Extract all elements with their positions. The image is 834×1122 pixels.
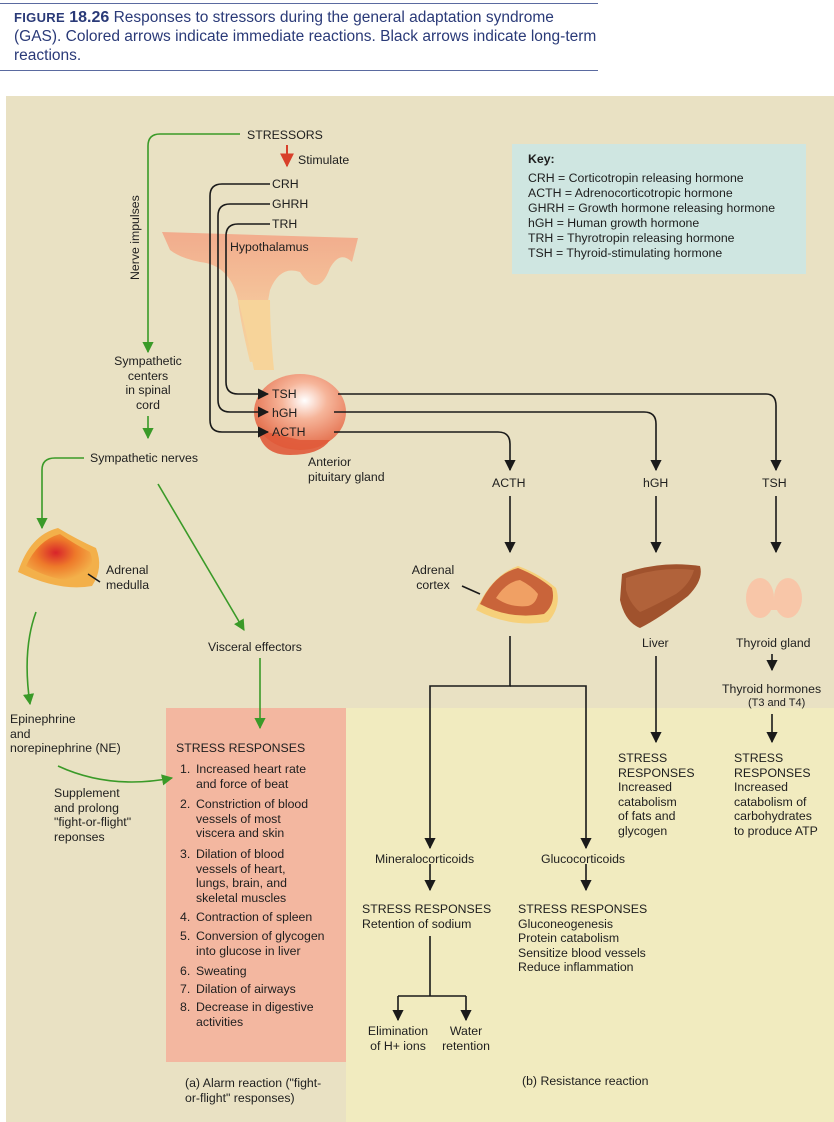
epinephrine-to-responses-arrow (57, 765, 174, 786)
glucocorticoids-label: Glucocorticoids (541, 852, 626, 866)
ghrh-to-hgh-arrow (217, 203, 270, 418)
adrenal-cortex-illustration (476, 566, 558, 624)
water-retention-label: Water retention (442, 1024, 490, 1053)
response-number: 7. (180, 982, 191, 996)
adrenal-medulla-pointer (87, 573, 101, 583)
thyroid-illustration (746, 578, 802, 618)
key-entry: ACTH = Adrenocorticotropic hormone (528, 186, 733, 200)
key-entry: hGH = Human growth hormone (528, 216, 700, 230)
key-title: Key: (528, 152, 555, 166)
figure-number: 18.26 (69, 9, 110, 26)
caption-top-rule (0, 3, 598, 4)
nerve-impulse-arrow (142, 133, 240, 354)
trh-to-tsh-arrow (225, 223, 270, 400)
alarm-responses-title: STRESS RESPONSES (176, 741, 306, 755)
adrenal-cortex-pointer (461, 585, 481, 595)
anterior-pituitary-illustration (254, 374, 346, 455)
adrenal-medulla-label: Adrenal medulla (106, 563, 150, 592)
thyroid-stress-responses: STRESS RESPONSES Increased catabolism of… (734, 751, 818, 838)
key-entry: GHRH = Growth hormone releasing hormone (528, 201, 776, 215)
response-text: Constriction of blood vessels of most vi… (196, 797, 309, 840)
response-text: Sweating (196, 964, 247, 978)
sympathetic-nerves-label: Sympathetic nerves (90, 451, 198, 465)
hypothalamus-label: Hypothalamus (230, 240, 309, 254)
mineralocorticoids-label: Mineralocorticoids (375, 852, 475, 866)
adrenal-cortex-label: Adrenal cortex (411, 563, 455, 592)
to-visceral-effectors-arrow (157, 483, 245, 631)
mineral-stress-responses: STRESS RESPONSES Retention of sodium (362, 902, 492, 931)
visceral-effectors-label: Visceral effectors (208, 640, 302, 654)
figure-caption: FIGURE 18.26 Responses to stressors duri… (14, 8, 604, 65)
thyroid-gland-label: Thyroid gland (736, 636, 811, 650)
gluco-stress-responses: STRESS RESPONSES Gluconeogenesis Protein… (518, 902, 648, 974)
figure-label: FIGURE (14, 10, 65, 25)
cortex-to-glucocorticoids-arrow (510, 685, 592, 850)
key-box: Key: CRH = Corticotropin releasing hormo… (512, 144, 806, 274)
response-text: Increased heart rate and force of beat (196, 762, 307, 791)
hypothalamus-illustration (162, 232, 358, 370)
response-number: 8. (180, 1000, 191, 1014)
sodium-branch-lines (397, 936, 467, 1018)
alarm-responses-box (166, 708, 346, 1062)
sympathetic-centers-label: Sympathetic centers in spinal cord (114, 354, 182, 412)
nerve-impulses-label: Nerve impulses (128, 195, 142, 280)
cortex-to-mineralocorticoids-arrow (424, 636, 511, 850)
epinephrine-label: Epinephrine and norepinephrine (NE) (10, 712, 121, 755)
alarm-panel-label: (a) Alarm reaction ("fight- or-flight" r… (185, 1076, 322, 1105)
tsh-to-thyroid-arrow (338, 393, 782, 472)
trh-label: TRH (272, 217, 298, 231)
thyroid-hormones-label: Thyroid hormones (722, 682, 822, 696)
response-number: 6. (180, 964, 191, 978)
key-entry: TSH = Thyroid-stimulating hormone (528, 246, 723, 260)
caption-text: Responses to stressors during the genera… (14, 9, 597, 64)
caption-bottom-rule (0, 70, 598, 71)
response-number: 1. (180, 762, 191, 776)
tsh-pituitary-label: TSH (272, 387, 297, 401)
stimulate-label: Stimulate (298, 153, 350, 167)
response-text: Dilation of blood vessels of heart, lung… (196, 847, 287, 905)
resistance-panel-label: (b) Resistance reaction (522, 1074, 649, 1088)
tsh-label: TSH (762, 476, 787, 490)
response-number: 4. (180, 910, 191, 924)
supplement-label: Supplement and prolong "fight-or-flight"… (54, 786, 132, 844)
liver-illustration (620, 564, 701, 628)
hgh-to-liver-arrow (334, 411, 662, 472)
liver-stress-responses: STRESS RESPONSES Increased catabolism of… (618, 751, 695, 838)
acth-label: ACTH (492, 476, 526, 490)
crh-label: CRH (272, 177, 299, 191)
ghrh-label: GHRH (272, 197, 309, 211)
response-text: Dilation of airways (196, 982, 296, 996)
thyroid-hormones-sub-label: (T3 and T4) (748, 697, 806, 709)
liver-label: Liver (642, 636, 669, 650)
hgh-label: hGH (643, 476, 669, 490)
resistance-area (346, 708, 834, 1122)
key-entry: TRH = Thyrotropin releasing hormone (528, 231, 735, 245)
elimination-label: Elimination of H+ ions (367, 1024, 429, 1053)
stressors-label: STRESSORS (247, 128, 323, 142)
response-number: 5. (180, 929, 191, 943)
anterior-pituitary-label: Anterior pituitary gland (308, 455, 385, 484)
acth-pituitary-label: ACTH (272, 425, 306, 439)
medulla-to-epinephrine-arrow (22, 611, 37, 706)
response-text: Conversion of glycogen into glucose in l… (196, 929, 325, 958)
key-entry: CRH = Corticotropin releasing hormone (528, 171, 744, 185)
response-number: 2. (180, 797, 191, 811)
acth-to-adrenal-arrow (334, 431, 516, 472)
response-text: Contraction of spleen (196, 910, 313, 924)
crh-to-acth-arrow (209, 183, 270, 438)
response-number: 3. (180, 847, 191, 861)
response-text: Decrease in digestive activities (196, 1000, 314, 1029)
to-adrenal-medulla-arrow (36, 457, 84, 530)
adrenal-medulla-illustration (18, 528, 100, 588)
hgh-pituitary-label: hGH (272, 406, 298, 420)
